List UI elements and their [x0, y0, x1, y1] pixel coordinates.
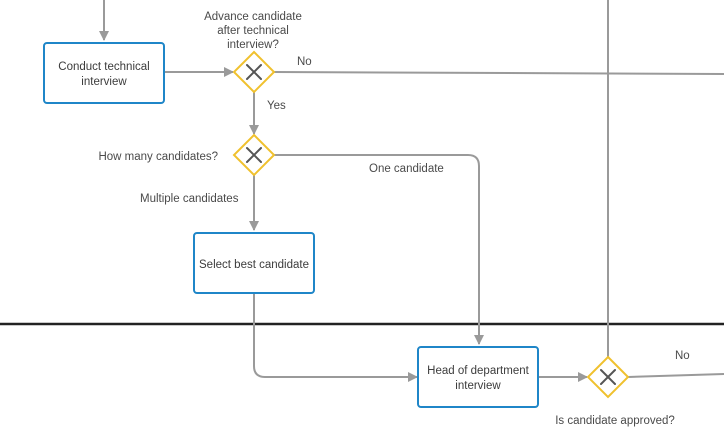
task-label: interview	[455, 380, 501, 392]
flow-select-to-head-interview[interactable]	[253, 293, 418, 382]
gateway-advance-candidate[interactable]	[232, 50, 276, 94]
task-box	[193, 232, 315, 294]
flow-approved-no[interactable]	[627, 373, 724, 378]
flow-advance-no[interactable]	[273, 71, 724, 75]
exclusive-gateway-x-icon	[246, 64, 262, 80]
task-label: interview	[81, 76, 127, 88]
task-conduct-technical-interview[interactable]: Conduct technical interview	[43, 42, 165, 104]
gateway-how-many-label: How many candidates?	[98, 151, 218, 163]
task-select-best-candidate[interactable]: Select best candidate	[193, 232, 315, 294]
task-box	[417, 346, 539, 408]
gateway-advance-label: interview?	[227, 39, 279, 51]
flow-label-multiple-candidates: Multiple candidates	[140, 193, 239, 205]
exclusive-gateway-x-icon	[246, 147, 262, 163]
flow-label-advance-no: No	[297, 56, 312, 68]
flow-label-approved-no: No	[675, 350, 690, 362]
exclusive-gateway-x-icon	[600, 369, 616, 385]
task-label: Conduct technical	[58, 61, 149, 73]
gateway-how-many-candidates[interactable]	[232, 133, 276, 177]
gateway-approved-label: Is candidate approved?	[555, 415, 675, 427]
flow-label-advance-yes: Yes	[267, 100, 286, 112]
gateway-advance-label: Advance candidate	[204, 11, 302, 23]
task-label: Head of department	[427, 365, 529, 377]
task-box	[43, 42, 165, 104]
task-head-of-department-interview[interactable]: Head of department interview	[417, 346, 539, 408]
flow-label-one-candidate: One candidate	[369, 163, 444, 175]
gateway-advance-label: after technical	[217, 25, 289, 37]
gateway-is-candidate-approved[interactable]	[586, 355, 630, 399]
flow-one-candidate[interactable]	[274, 154, 484, 345]
task-label: Select best candidate	[199, 259, 309, 271]
